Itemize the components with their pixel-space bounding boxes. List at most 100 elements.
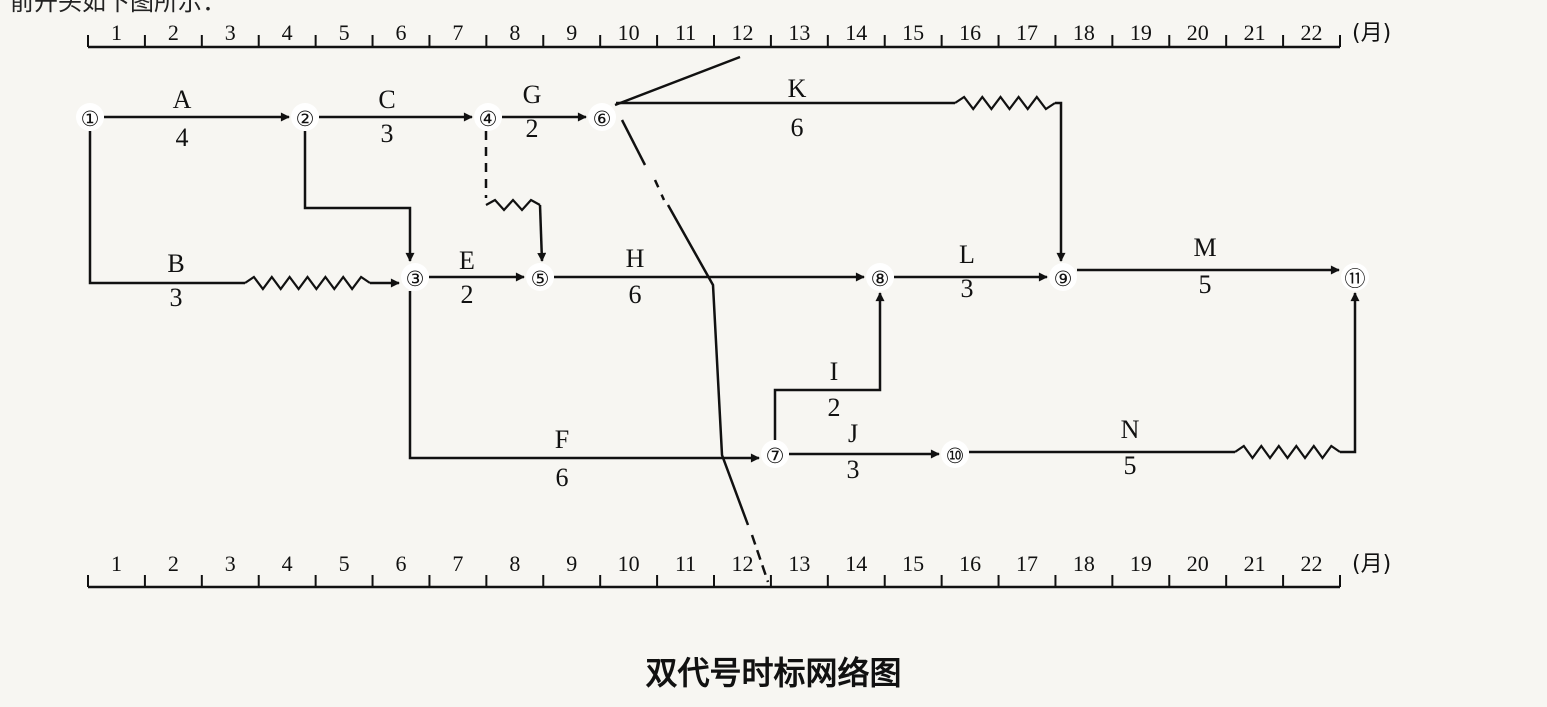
bottom-scale-month-label: 3: [225, 551, 236, 576]
activity-M-duration: 5: [1199, 270, 1212, 299]
dummy-4-5-free-float: [485, 198, 541, 212]
node-3: ③: [401, 263, 429, 291]
bottom-scale-month-label: 10: [618, 551, 640, 576]
node-10: ⑩: [941, 440, 969, 468]
node-6-circle: [588, 103, 616, 131]
activity-B-free-float: [244, 275, 371, 291]
activity-I-name: I: [830, 357, 839, 386]
activity-L-duration: 3: [961, 274, 974, 303]
top-scale-month-label: 20: [1187, 20, 1209, 45]
node-1: ①: [76, 103, 104, 131]
top-scale-month-label: 6: [396, 20, 407, 45]
node-1-label: ①: [81, 107, 100, 131]
activity-I-arrow: [773, 292, 885, 440]
top-scale-month-label: 13: [788, 20, 810, 45]
check-line-segment-bottom: [750, 534, 770, 583]
node-5-label: ⑤: [531, 267, 550, 291]
bottom-scale-month-label: 19: [1130, 551, 1152, 576]
activity-H-name: H: [626, 244, 645, 273]
activity-M-name: M: [1193, 233, 1216, 262]
bottom-scale-month-label: 2: [168, 551, 179, 576]
activity-I-duration: 2: [828, 393, 841, 422]
bottom-scale-month-label: 18: [1073, 551, 1095, 576]
activity-L-name: L: [959, 240, 975, 269]
activity-G-name: G: [523, 80, 542, 109]
dummy-2-3-arrow: [303, 131, 415, 262]
activity-N-duration: 5: [1124, 451, 1137, 480]
node-4-label: ④: [479, 107, 498, 131]
bottom-scale-month-label: 15: [902, 551, 924, 576]
top-scale-month-label: 17: [1016, 20, 1038, 45]
bottom-scale-month-label: 13: [788, 551, 810, 576]
node-9-label: ⑨: [1054, 267, 1073, 291]
bottom-scale-month-label: 9: [566, 551, 577, 576]
activity-E-duration: 2: [461, 280, 474, 309]
top-scale-month-label: 19: [1130, 20, 1152, 45]
bottom-scale-month-label: 14: [845, 551, 867, 576]
top-scale-month-label: 14: [845, 20, 867, 45]
bottom-scale-month-label: 11: [675, 551, 696, 576]
bottom-scale-unit-label: (月): [1352, 552, 1391, 577]
node-9: ⑨: [1049, 263, 1077, 291]
dummy-4-5-arrow: [537, 204, 547, 262]
node-10-circle: [941, 440, 969, 468]
diagram-caption: 双代号时标网络图: [645, 654, 902, 692]
top-scale-unit-label: (月): [1352, 21, 1391, 46]
activity-J-duration: 3: [847, 455, 860, 484]
partial-top-text: 前开头如下图所示：: [10, 0, 226, 16]
top-scale-month-label: 7: [452, 20, 463, 45]
activity-C-name: C: [378, 85, 395, 114]
top-scale-month-label: 5: [339, 20, 350, 45]
node-9-circle: [1049, 263, 1077, 291]
activity-N-name: N: [1121, 415, 1140, 444]
node-11-circle: [1341, 263, 1369, 291]
top-scale-month-label: 1: [111, 20, 122, 45]
node-8: ⑧: [866, 263, 894, 291]
top-scale-month-label: 9: [566, 20, 577, 45]
node-5: ⑤: [526, 263, 554, 291]
bottom-scale-month-label: 17: [1016, 551, 1038, 576]
bottom-scale-month-label: 22: [1301, 551, 1323, 576]
activity-arrows: [88, 55, 1360, 583]
check-line-segment-upper: [620, 119, 647, 166]
bottom-scale-month-label: 1: [111, 551, 122, 576]
node-7-circle: [761, 440, 789, 468]
bottom-scale-month-label: 20: [1187, 551, 1209, 576]
node-7-label: ⑦: [766, 444, 785, 468]
node-7: ⑦: [761, 440, 789, 468]
node-2-circle: [291, 103, 319, 131]
activity-K-free-float: [954, 95, 1056, 111]
bottom-scale-month-label: 6: [396, 551, 407, 576]
node-11-label: ⑪: [1345, 267, 1366, 291]
activity-G-duration: 2: [526, 114, 539, 143]
activity-K-arrow: [1055, 101, 1066, 262]
activity-N-arrow: [1340, 292, 1360, 454]
top-scale-month-label: 16: [959, 20, 981, 45]
node-1-circle: [76, 103, 104, 131]
bottom-scale-month-label: 8: [509, 551, 520, 576]
top-scale-month-label: 12: [731, 20, 753, 45]
activity-A-name: A: [173, 85, 192, 114]
node-11: ⑪: [1341, 263, 1369, 291]
activity-K-name: K: [788, 74, 807, 103]
node-4-circle: [474, 103, 502, 131]
top-scale-month-label: 10: [618, 20, 640, 45]
activity-F-name: F: [555, 425, 569, 454]
activity-B-line: [88, 131, 245, 285]
bottom-scale-month-label: 16: [959, 551, 981, 576]
node-6: ⑥: [588, 103, 616, 131]
node-8-circle: [866, 263, 894, 291]
top-scale-month-label: 3: [225, 20, 236, 45]
bottom-scale-month-label: 7: [452, 551, 463, 576]
activity-E-name: E: [459, 246, 475, 275]
bottom-scale-month-label: 4: [282, 551, 293, 576]
check-line-segment-middle: [666, 204, 750, 526]
top-scale-month-label: 21: [1244, 20, 1266, 45]
bottom-scale-month-label: 21: [1244, 551, 1266, 576]
top-scale-month-label: 2: [168, 20, 179, 45]
